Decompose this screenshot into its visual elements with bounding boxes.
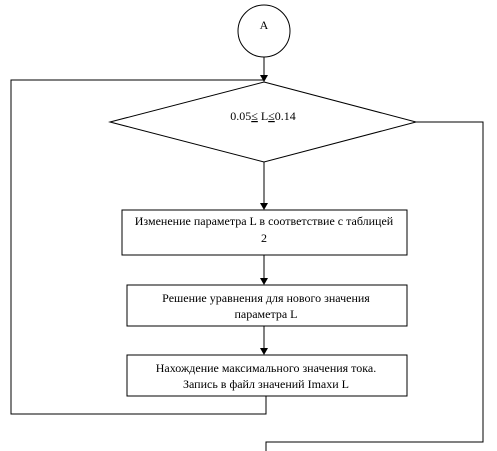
process-step-1: Изменение параметра L в соответствие с т… [121, 209, 408, 256]
process-step-2: Решение уравнения для нового значения па… [126, 284, 408, 327]
step-3-line-2: Запись в файл значений Imaxи L [183, 377, 349, 391]
process-step-3: Нахождение максимального значения тока. … [126, 354, 408, 397]
condition-mid: L [258, 109, 268, 123]
decision-condition: 0.05≤ L≤0.14 [230, 109, 296, 123]
condition-operator-2: ≤ [268, 109, 275, 123]
step-2-line-2: параметра L [234, 307, 297, 321]
connector-label: A [260, 18, 269, 32]
arrow-start-to-decision [260, 57, 268, 82]
decision-node: 0.05≤ L≤0.14 [108, 81, 418, 163]
condition-left: 0.05 [230, 109, 251, 123]
step-3-line-1: Нахождение максимального значения тока. [156, 361, 377, 375]
step-1-line-1: Изменение параметра L в соответствие с т… [135, 214, 394, 228]
arrow-loop-back [10, 79, 267, 415]
step-2-line-1: Решение уравнения для нового значения [162, 291, 370, 305]
connector-node-a: A [237, 4, 291, 58]
arrow-exit-branch [265, 121, 484, 451]
step-1-line-2: 2 [261, 231, 267, 245]
condition-operator-1: ≤ [251, 109, 258, 123]
arrow-decision-to-step-1 [260, 162, 268, 210]
condition-right: 0.14 [275, 109, 296, 123]
arrow-step-2-to-step-3 [260, 326, 268, 355]
arrow-step-1-to-step-2 [260, 255, 268, 285]
